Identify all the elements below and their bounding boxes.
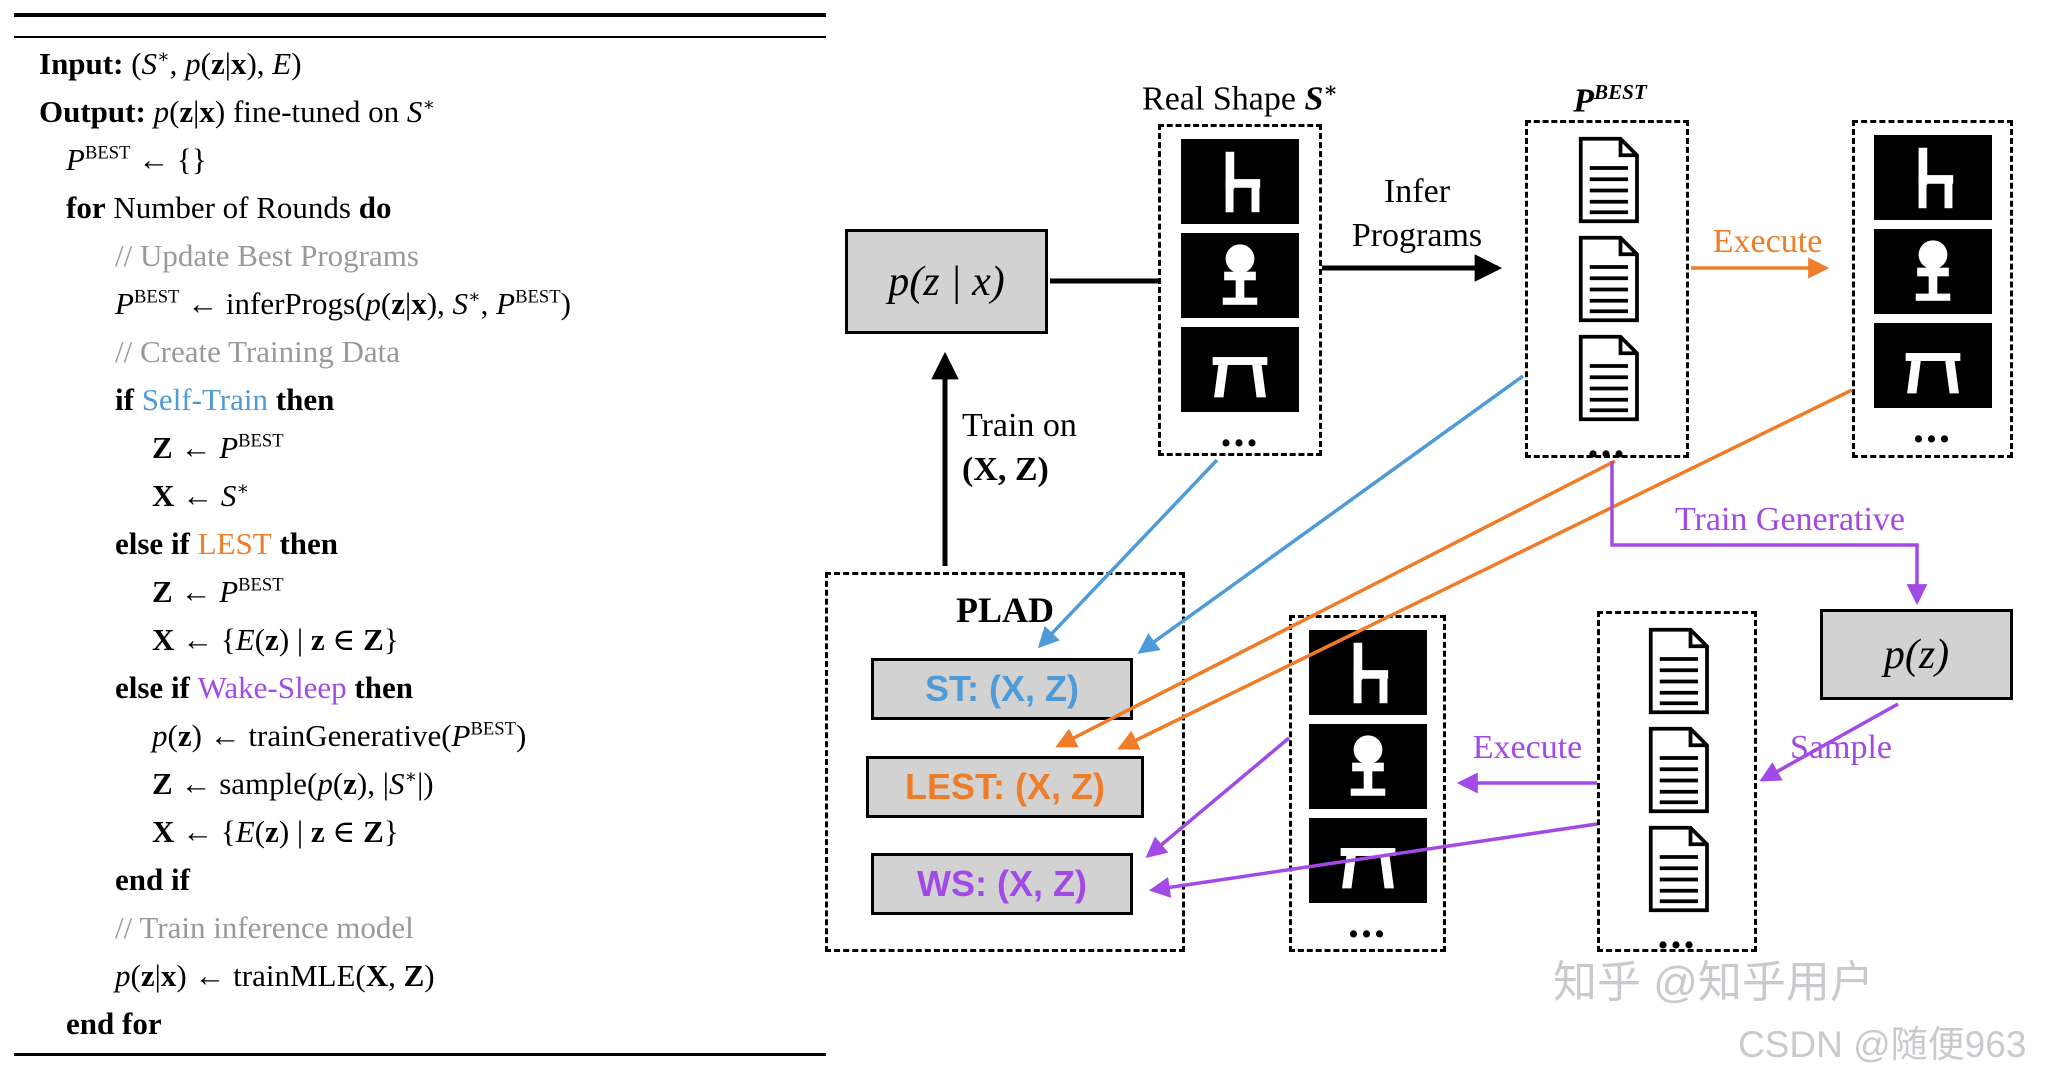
algo-line: X ← {E(z) | z ∈ Z} [152, 814, 399, 849]
bottom-rule [14, 1053, 826, 1056]
chair-icon [1181, 139, 1299, 224]
office-chair-icon [1181, 233, 1299, 318]
program-document-icon [1639, 626, 1715, 716]
algo-line: PBEST ← {} [66, 142, 207, 177]
algo-line: X ← S∗ [152, 478, 250, 513]
program-document-icon [1569, 234, 1645, 324]
executed-shapes-box: ... [1852, 120, 2013, 458]
ellipsis-label: ... [1348, 898, 1387, 947]
execute-label: Execute [1712, 223, 1823, 260]
algo-line: Output: p(z|x) fine-tuned on S∗ [39, 94, 435, 129]
inference-model-box: p(z | x) [845, 229, 1048, 334]
ws-data-box: WS: (X, Z) [871, 853, 1133, 915]
algo-line: Z ← PBEST [152, 574, 284, 609]
algo-line: X ← {E(z) | z ∈ Z} [152, 622, 399, 657]
algo-line: PBEST ← inferProgs(p(z|x), S∗, PBEST) [115, 286, 571, 321]
st-data-box: ST: (X, Z) [871, 658, 1133, 720]
algo-line: end for [66, 1006, 162, 1041]
train-on-label: Train on (X, Z) [962, 407, 1077, 488]
algo-line: else if LEST then [115, 526, 339, 561]
table-icon [1873, 323, 1992, 408]
generative-model-box: p(z) [1820, 609, 2013, 700]
ws-execute-label: Execute [1472, 729, 1583, 766]
office-chair-icon [1873, 229, 1992, 314]
zhihu-watermark: 知乎 @知乎用户 [1553, 958, 1874, 1007]
algo-line: Input: (S∗, p(z|x), E) [39, 46, 302, 81]
top-rule-thick [14, 13, 826, 17]
table-icon [1308, 818, 1427, 903]
algo-line: // Train inference model [115, 910, 414, 945]
algo-line: // Update Best Programs [115, 238, 419, 273]
program-document-icon [1569, 135, 1645, 225]
ellipsis-label: ... [1220, 407, 1260, 456]
infer-programs-label: Infer Programs [1351, 173, 1483, 254]
program-document-icon [1639, 725, 1715, 815]
ellipsis-label: ... [1913, 403, 1952, 452]
pzx-label: p(z | x) [888, 258, 1005, 305]
algo-line: // Create Training Data [115, 334, 400, 369]
algorithm-listing: Input: (S∗, p(z|x), E) Output: p(z|x) fin… [39, 40, 825, 1048]
algo-line: for Number of Rounds do [66, 190, 392, 225]
ellipsis-label: ... [1587, 418, 1627, 467]
algo-line: if Self-Train then [115, 382, 335, 417]
algo-line: Z ← sample(p(z), |S∗|) [152, 766, 434, 801]
office-chair-icon [1308, 724, 1427, 809]
chair-icon [1873, 135, 1992, 220]
sample-label: Sample [1790, 729, 1892, 766]
real-shape-label: Real Shape S∗ [1142, 78, 1338, 118]
plad-title: PLAD [956, 590, 1054, 630]
top-rule-thin [14, 36, 826, 38]
algo-line: end if [115, 862, 190, 897]
chair-icon [1308, 630, 1427, 715]
real-shapes-box: ... [1158, 124, 1322, 456]
lest-data-box: LEST: (X, Z) [866, 756, 1144, 818]
pbest-programs-box: ... [1525, 120, 1689, 467]
ellipsis-label: ... [1657, 909, 1697, 958]
pbest-label: PBEST [1573, 80, 1647, 120]
ws-shapes-box: ... [1289, 615, 1446, 952]
program-document-icon [1569, 333, 1645, 423]
algo-line: else if Wake-Sleep then [115, 670, 413, 705]
algo-line: p(z) ← trainGenerative(PBEST) [152, 718, 527, 753]
table-icon [1181, 327, 1299, 412]
sampled-programs-box: ... [1597, 611, 1757, 958]
pz-label: p(z) [1883, 631, 1950, 678]
algo-line: Z ← PBEST [152, 430, 284, 465]
csdn-watermark: CSDN @随便963 [1738, 1024, 2027, 1065]
algo-line: p(z|x) ← trainMLE(X, Z) [115, 958, 435, 993]
train-generative-label: Train Generative [1674, 501, 1906, 538]
program-document-icon [1639, 824, 1715, 914]
